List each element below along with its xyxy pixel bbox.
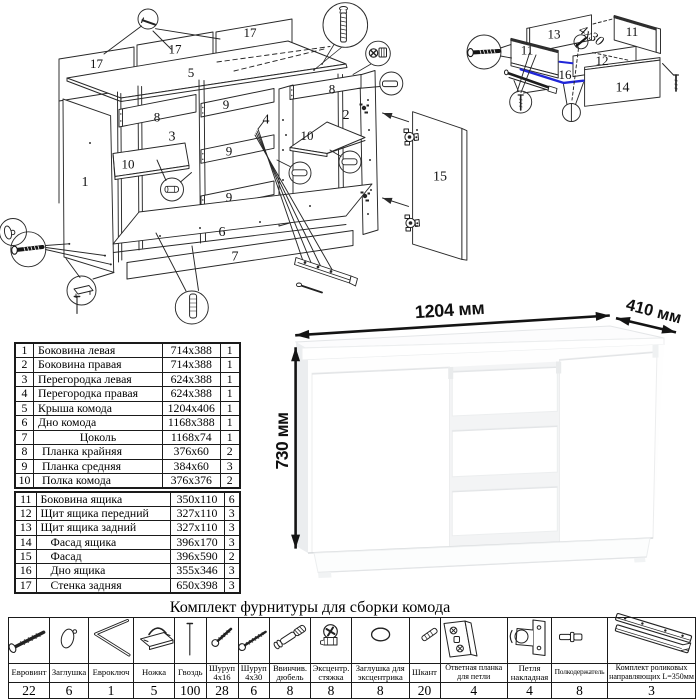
svg-text:2: 2 — [343, 108, 350, 123]
svg-text:9: 9 — [226, 143, 233, 158]
svg-text:4x30: 4x30 — [576, 22, 606, 49]
svg-text:8: 8 — [154, 110, 161, 125]
svg-text:12: 12 — [596, 53, 609, 68]
svg-text:1: 1 — [82, 175, 89, 190]
svg-text:730 мм: 730 мм — [272, 413, 292, 470]
svg-text:9: 9 — [223, 97, 230, 112]
svg-text:8: 8 — [329, 82, 336, 97]
svg-text:6: 6 — [219, 225, 226, 240]
svg-text:14: 14 — [616, 81, 630, 96]
svg-text:16: 16 — [559, 67, 573, 82]
svg-text:7: 7 — [232, 250, 239, 265]
svg-text:3: 3 — [169, 130, 176, 145]
svg-text:15: 15 — [433, 169, 447, 184]
svg-text:9: 9 — [226, 190, 233, 205]
svg-text:11: 11 — [521, 43, 534, 58]
svg-text:17: 17 — [169, 42, 183, 57]
svg-text:17: 17 — [90, 56, 104, 71]
svg-text:10: 10 — [122, 157, 135, 172]
svg-text:17: 17 — [244, 25, 258, 40]
svg-text:11: 11 — [626, 24, 639, 39]
svg-text:4: 4 — [263, 113, 270, 128]
svg-text:10: 10 — [301, 128, 314, 143]
svg-text:13: 13 — [548, 26, 561, 41]
svg-text:5: 5 — [188, 65, 195, 80]
svg-text:1204 мм: 1204 мм — [414, 298, 485, 322]
